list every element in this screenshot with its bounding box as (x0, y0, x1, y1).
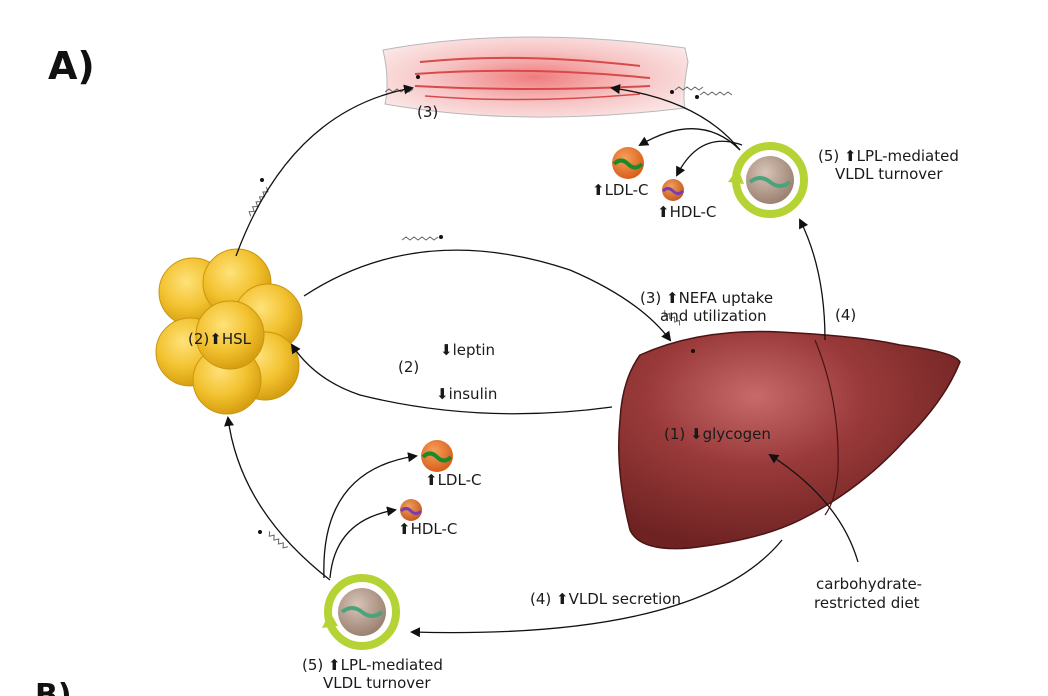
lpl-ring-bottom-icon (322, 574, 400, 650)
arrow-diet-to-liver (768, 453, 859, 563)
nefa-label-line1: (3) ⬆NEFA uptake (640, 289, 774, 307)
ldl-bottom-label: ⬆LDL-C (425, 471, 482, 489)
nefa-label-line2: and utilization (660, 307, 767, 325)
arrow-lpl-bottom-to-hdl (329, 506, 397, 579)
arrow-lpl-bottom-to-ldl (323, 452, 418, 579)
arrow-adipose-to-liver (303, 249, 672, 342)
vldl-secretion-label: (4) ⬆VLDL secretion (530, 590, 681, 608)
ldl-top-label: ⬆LDL-C (592, 181, 649, 199)
lpl-bottom-label-line2: VLDL turnover (323, 674, 431, 692)
lpl-top-label-line2: VLDL turnover (835, 165, 943, 183)
panel-b-label: B) (35, 678, 72, 696)
leptin-label: ⬇leptin (440, 341, 496, 359)
hdl-particle-bottom-icon (399, 499, 423, 521)
diet-label-line1: carbohydrate- (816, 575, 923, 593)
fatty-acid-dots (258, 75, 699, 534)
diet-label-line2: restricted diet (814, 594, 920, 612)
muscle-step-label: (3) (417, 103, 439, 121)
liver-icon (618, 330, 961, 550)
ldl-particle-top-icon (612, 147, 644, 179)
arrow-liver-to-adipose (290, 343, 613, 415)
hdl-particle-top-icon (661, 179, 685, 201)
pathway-arrows (224, 84, 859, 638)
arrow-adipose-to-muscle (235, 84, 414, 257)
ldl-particle-bottom-icon (421, 440, 453, 472)
hsl-label: (2)⬆HSL (188, 330, 251, 348)
arrow-lpl-top-to-muscle (610, 84, 741, 151)
arrow-lpl-top-to-ldl (638, 128, 741, 151)
lpl-ring-top-icon (728, 142, 808, 218)
arrow-lpl-top-to-hdl (676, 140, 743, 177)
panel-label: A) (48, 44, 95, 88)
lpl-bottom-label-line1: (5) ⬆LPL-mediated (302, 656, 443, 674)
arrow-liver-to-lpl-top (799, 218, 826, 341)
lpl-top-label-line1: (5) ⬆LPL-mediated (818, 147, 959, 165)
arrow-liver-to-lpl-bottom (410, 539, 783, 638)
hdl-bottom-label: ⬆HDL-C (398, 520, 458, 538)
step4-right-label: (4) (835, 306, 857, 324)
adipocyte-cluster-icon (155, 248, 303, 415)
insulin-label: ⬇insulin (436, 385, 498, 403)
step2-label: (2) (398, 358, 420, 376)
glycogen-label: (1) ⬇glycogen (664, 425, 771, 443)
hdl-top-label: ⬆HDL-C (657, 203, 717, 221)
arrow-lpl-bottom-to-adipose (224, 416, 331, 581)
